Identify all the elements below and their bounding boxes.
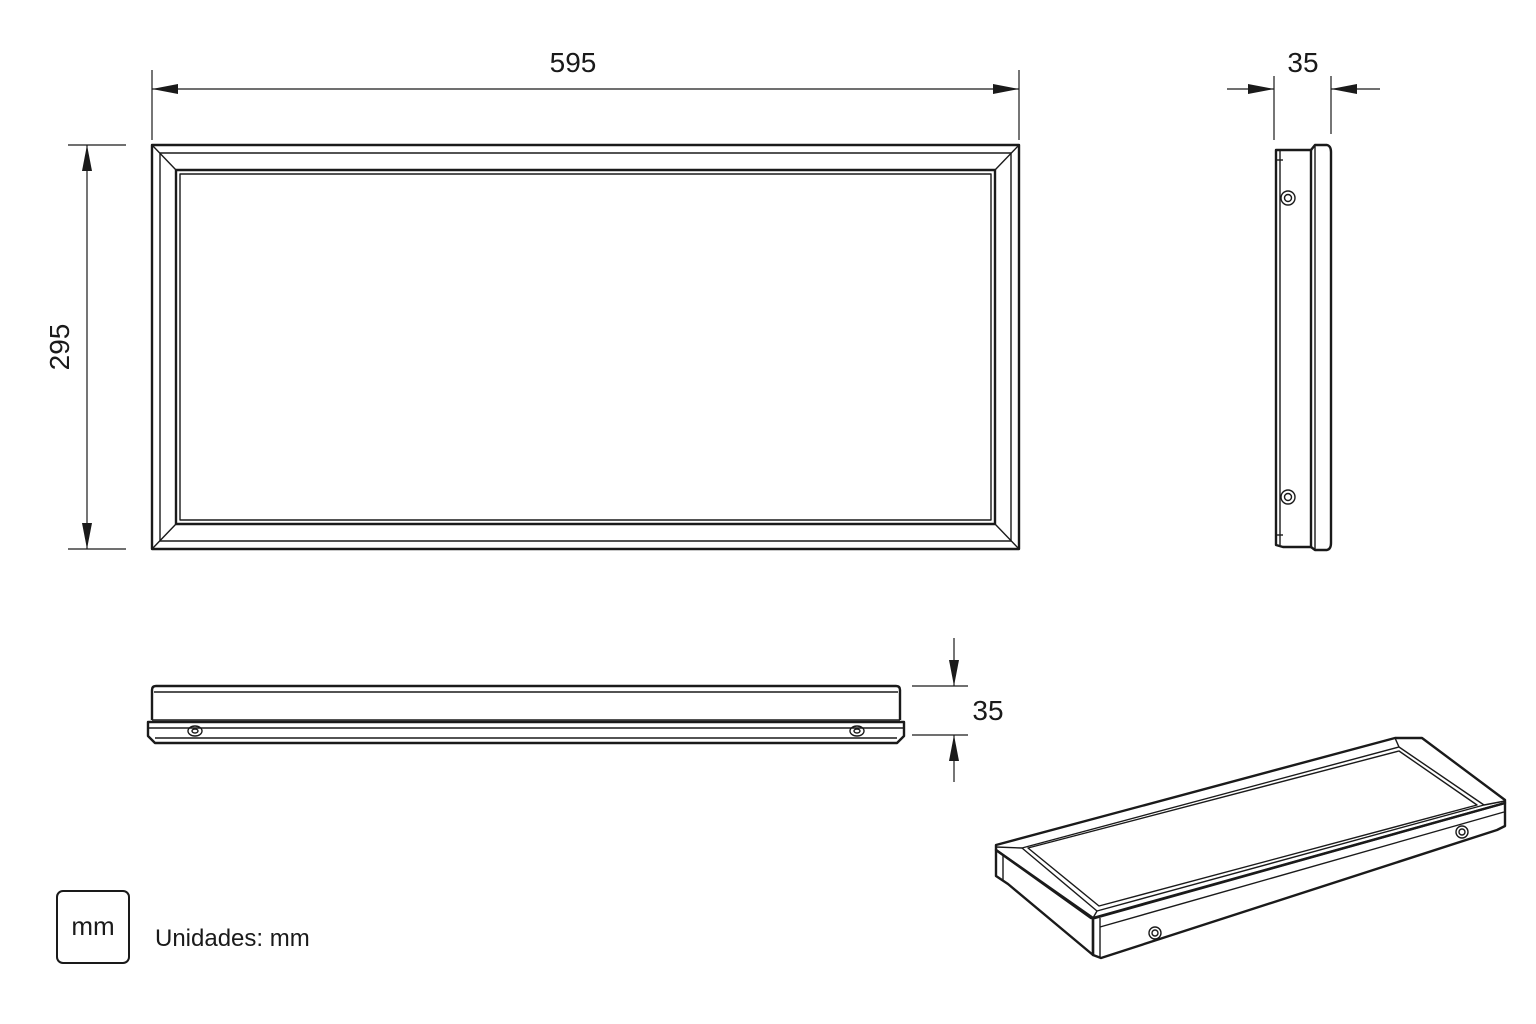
bottom-depth-label: 35 xyxy=(972,695,1003,726)
units-badge-text: mm xyxy=(71,911,114,941)
side-depth-label: 35 xyxy=(1287,47,1318,78)
width-dimension: 595 xyxy=(151,47,1020,140)
side-view-screw-bottom xyxy=(1280,489,1296,505)
height-dimension: 295 xyxy=(44,144,126,550)
height-label: 295 xyxy=(44,324,75,371)
side-view-screw-top xyxy=(1280,190,1296,206)
isometric-screw-right xyxy=(1455,825,1469,839)
front-view-bevel xyxy=(159,152,1012,542)
front-view-inner-panel xyxy=(174,168,997,526)
width-arrow-right xyxy=(993,84,1019,94)
bottom-view-screw-left xyxy=(187,725,203,737)
units-block: mm Unidades: mm xyxy=(56,890,310,964)
side-depth-arrow-left xyxy=(1248,84,1274,94)
bottom-depth-arrow-bottom xyxy=(949,735,959,761)
units-label: Unidades: mm xyxy=(155,925,310,952)
front-view-miter-lines xyxy=(151,144,1020,550)
side-depth-dimension: 35 xyxy=(1227,47,1380,140)
bottom-depth-arrow-top xyxy=(949,660,959,686)
front-view-outer-frame xyxy=(150,143,1021,551)
isometric-view xyxy=(994,736,1507,960)
front-view xyxy=(150,143,1021,551)
bottom-view-screw-right xyxy=(849,725,865,737)
height-arrow-top xyxy=(82,145,92,171)
side-depth-arrow-right xyxy=(1331,84,1357,94)
width-label: 595 xyxy=(550,47,597,78)
height-arrow-bottom xyxy=(82,523,92,549)
side-view xyxy=(1274,143,1333,552)
width-arrow-left xyxy=(152,84,178,94)
isometric-screw-left xyxy=(1148,926,1162,940)
units-badge xyxy=(56,890,130,964)
bottom-view xyxy=(146,684,906,745)
front-view-inner-panel-edge xyxy=(179,173,992,521)
bottom-depth-dimension: 35 xyxy=(912,638,1004,782)
